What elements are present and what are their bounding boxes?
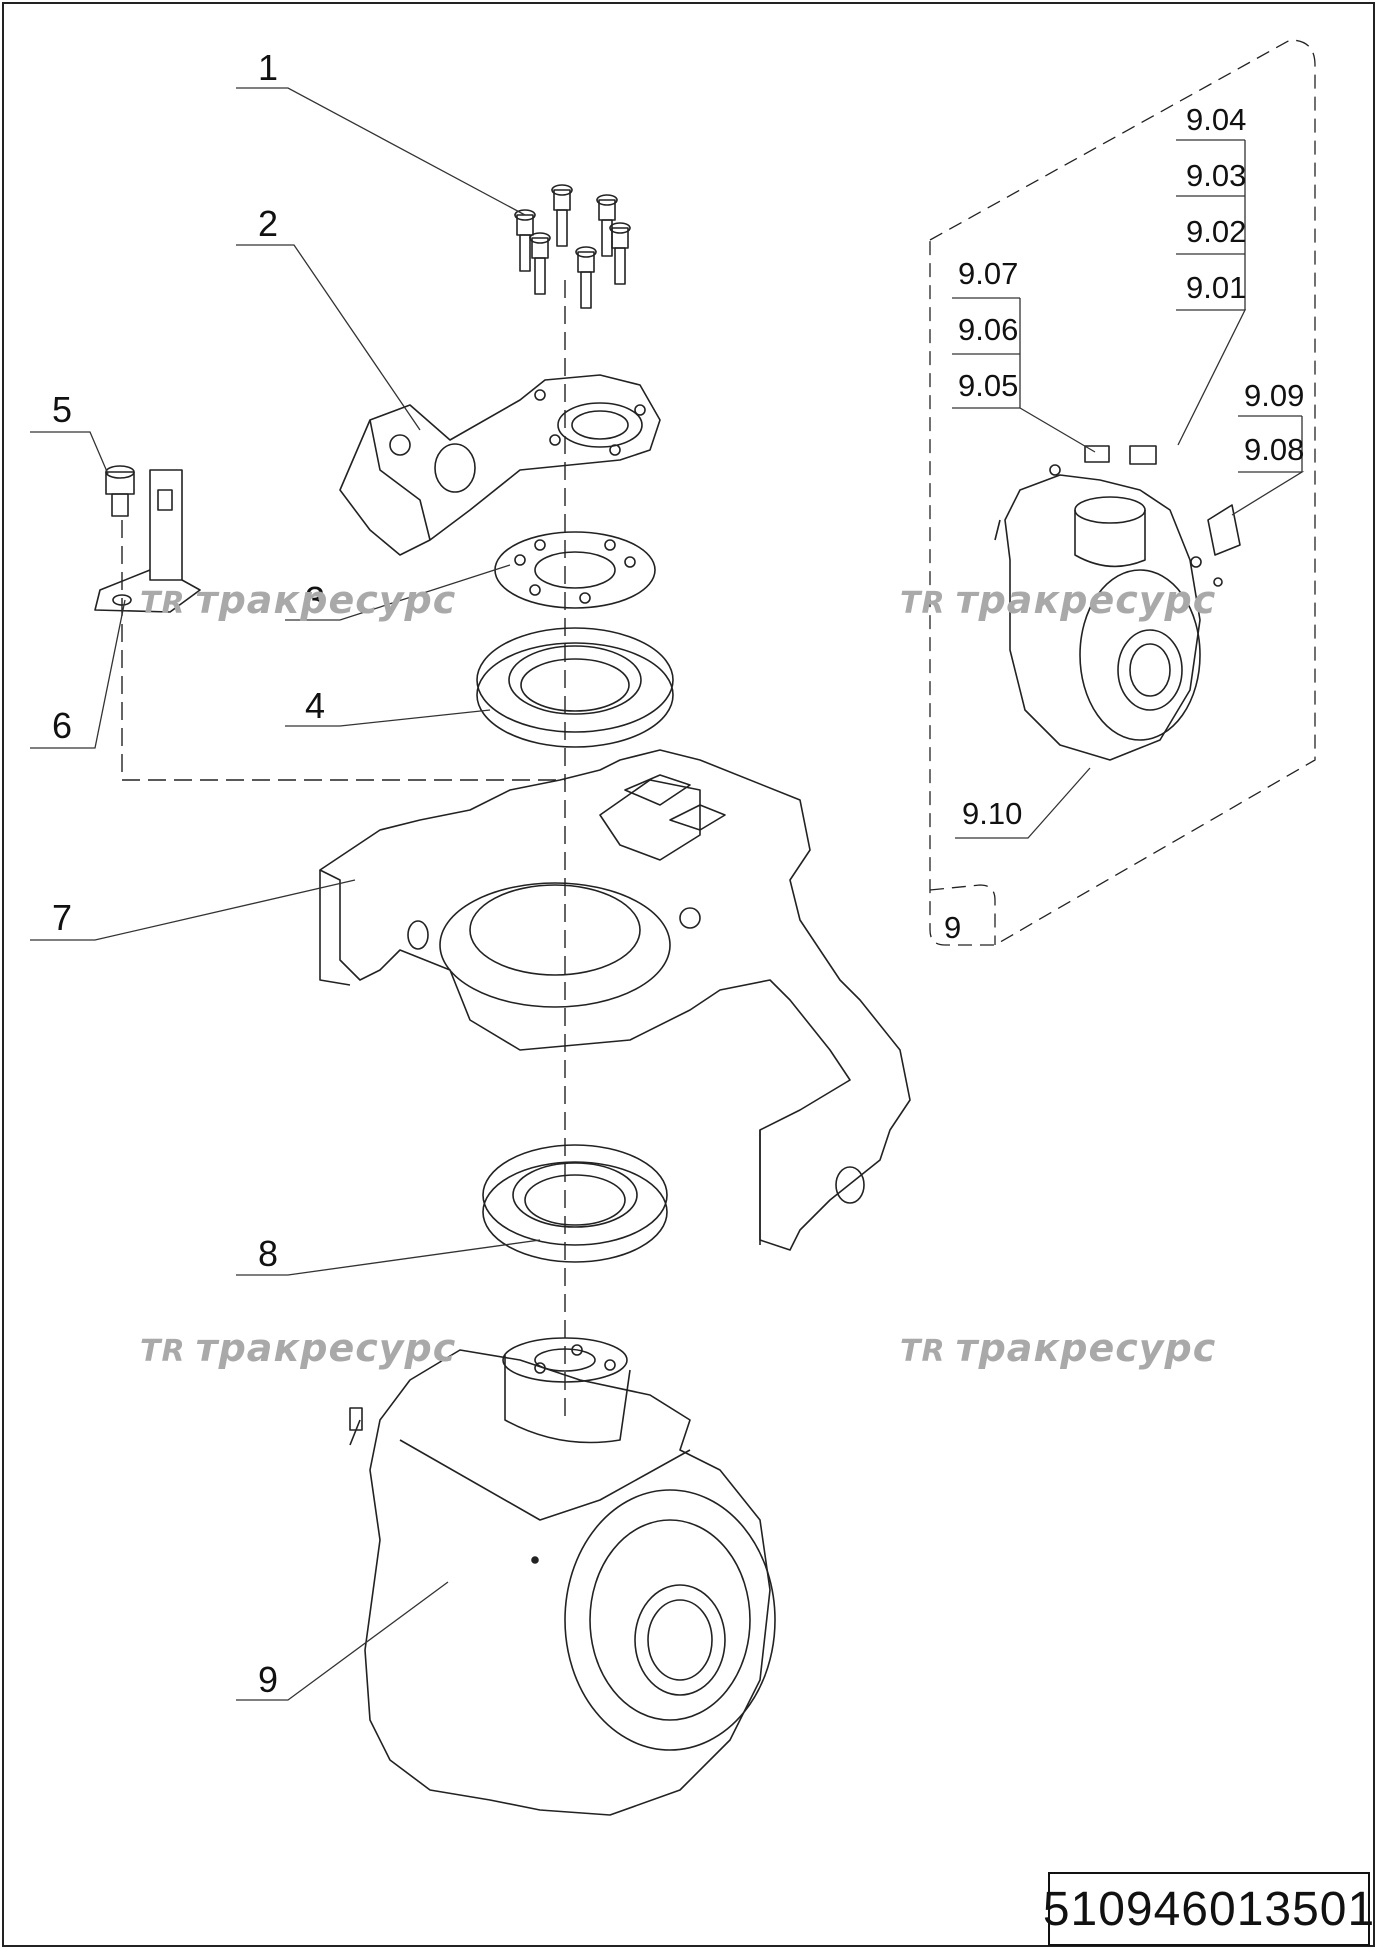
leader-3	[285, 564, 511, 621]
callout-5: 5	[52, 389, 73, 430]
callout-9-05: 9.05	[958, 368, 1019, 403]
inset-small-parts	[1049, 445, 1241, 587]
callout-9-01: 9.01	[1186, 270, 1247, 305]
callout-9-09: 9.09	[1244, 378, 1305, 413]
leader-9-05	[952, 407, 1096, 453]
lower-bearing	[482, 1144, 668, 1263]
callout-9-02: 9.02	[1186, 214, 1247, 249]
callout-1: 1	[258, 47, 279, 88]
callout-9-06: 9.06	[958, 312, 1019, 347]
callout-9-10: 9.10	[962, 796, 1023, 831]
callout-9-box: 9	[944, 910, 962, 945]
inset-tab	[929, 884, 996, 945]
leader-9-08	[1231, 471, 1305, 516]
leader-1	[236, 87, 526, 216]
top-mount-bracket	[339, 374, 661, 556]
bracket-axis	[121, 520, 565, 781]
leader-9-01	[1176, 309, 1247, 446]
inset-drive-wheel	[994, 474, 1201, 761]
leader-2	[236, 244, 421, 431]
callout-3: 3	[305, 579, 326, 620]
callout-9: 9	[258, 1659, 279, 1700]
leader-6	[30, 599, 126, 749]
angle-bracket-part	[94, 469, 201, 613]
callout-7: 7	[52, 897, 73, 938]
upper-bearing	[476, 627, 674, 748]
drive-wheel-unit	[349, 1337, 776, 1816]
watermark-logo: TR	[140, 1334, 186, 1369]
callout-8: 8	[258, 1233, 279, 1274]
callout-2: 2	[258, 203, 279, 244]
inset-frame	[929, 39, 1316, 946]
watermark-logo: TR	[900, 586, 946, 621]
leader-4	[285, 709, 491, 727]
bolts-part	[514, 184, 631, 309]
callout-9-08: 9.08	[1244, 432, 1305, 467]
watermark-logo: TR	[140, 586, 186, 621]
callout-9-07: 9.07	[958, 256, 1019, 291]
leader-8	[236, 1239, 541, 1276]
document-number: 510946013501	[1043, 1872, 1374, 1946]
flat-washer	[494, 531, 656, 609]
callout-4: 4	[305, 685, 326, 726]
swing-arm	[319, 749, 911, 1251]
callout-6: 6	[52, 705, 73, 746]
watermark-logo: TR	[900, 1334, 946, 1369]
leader-9	[236, 1581, 449, 1701]
leader-5	[30, 431, 109, 475]
callout-9-03: 9.03	[1186, 158, 1247, 193]
screw-part	[105, 465, 135, 517]
leader-7	[30, 879, 356, 941]
callout-9-04: 9.04	[1186, 102, 1247, 137]
leader-9-10	[955, 767, 1091, 839]
